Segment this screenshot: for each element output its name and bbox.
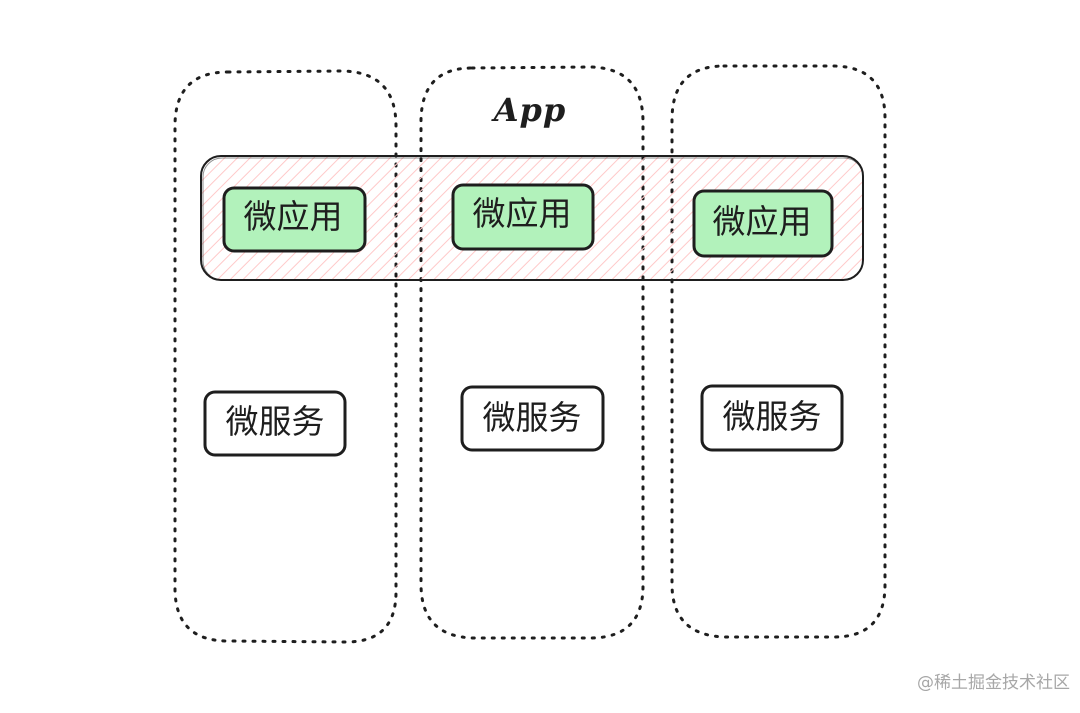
micro-service-box-3 bbox=[700, 384, 844, 452]
micro-service-box-2 bbox=[460, 385, 605, 452]
micro-app-box-2 bbox=[451, 183, 595, 251]
column-container-right bbox=[670, 64, 887, 639]
micro-app-box-1 bbox=[222, 186, 367, 253]
column-container-middle bbox=[419, 65, 645, 640]
column-container-left bbox=[173, 69, 398, 644]
micro-service-box-1 bbox=[203, 390, 347, 457]
micro-app-box-3 bbox=[692, 189, 834, 258]
